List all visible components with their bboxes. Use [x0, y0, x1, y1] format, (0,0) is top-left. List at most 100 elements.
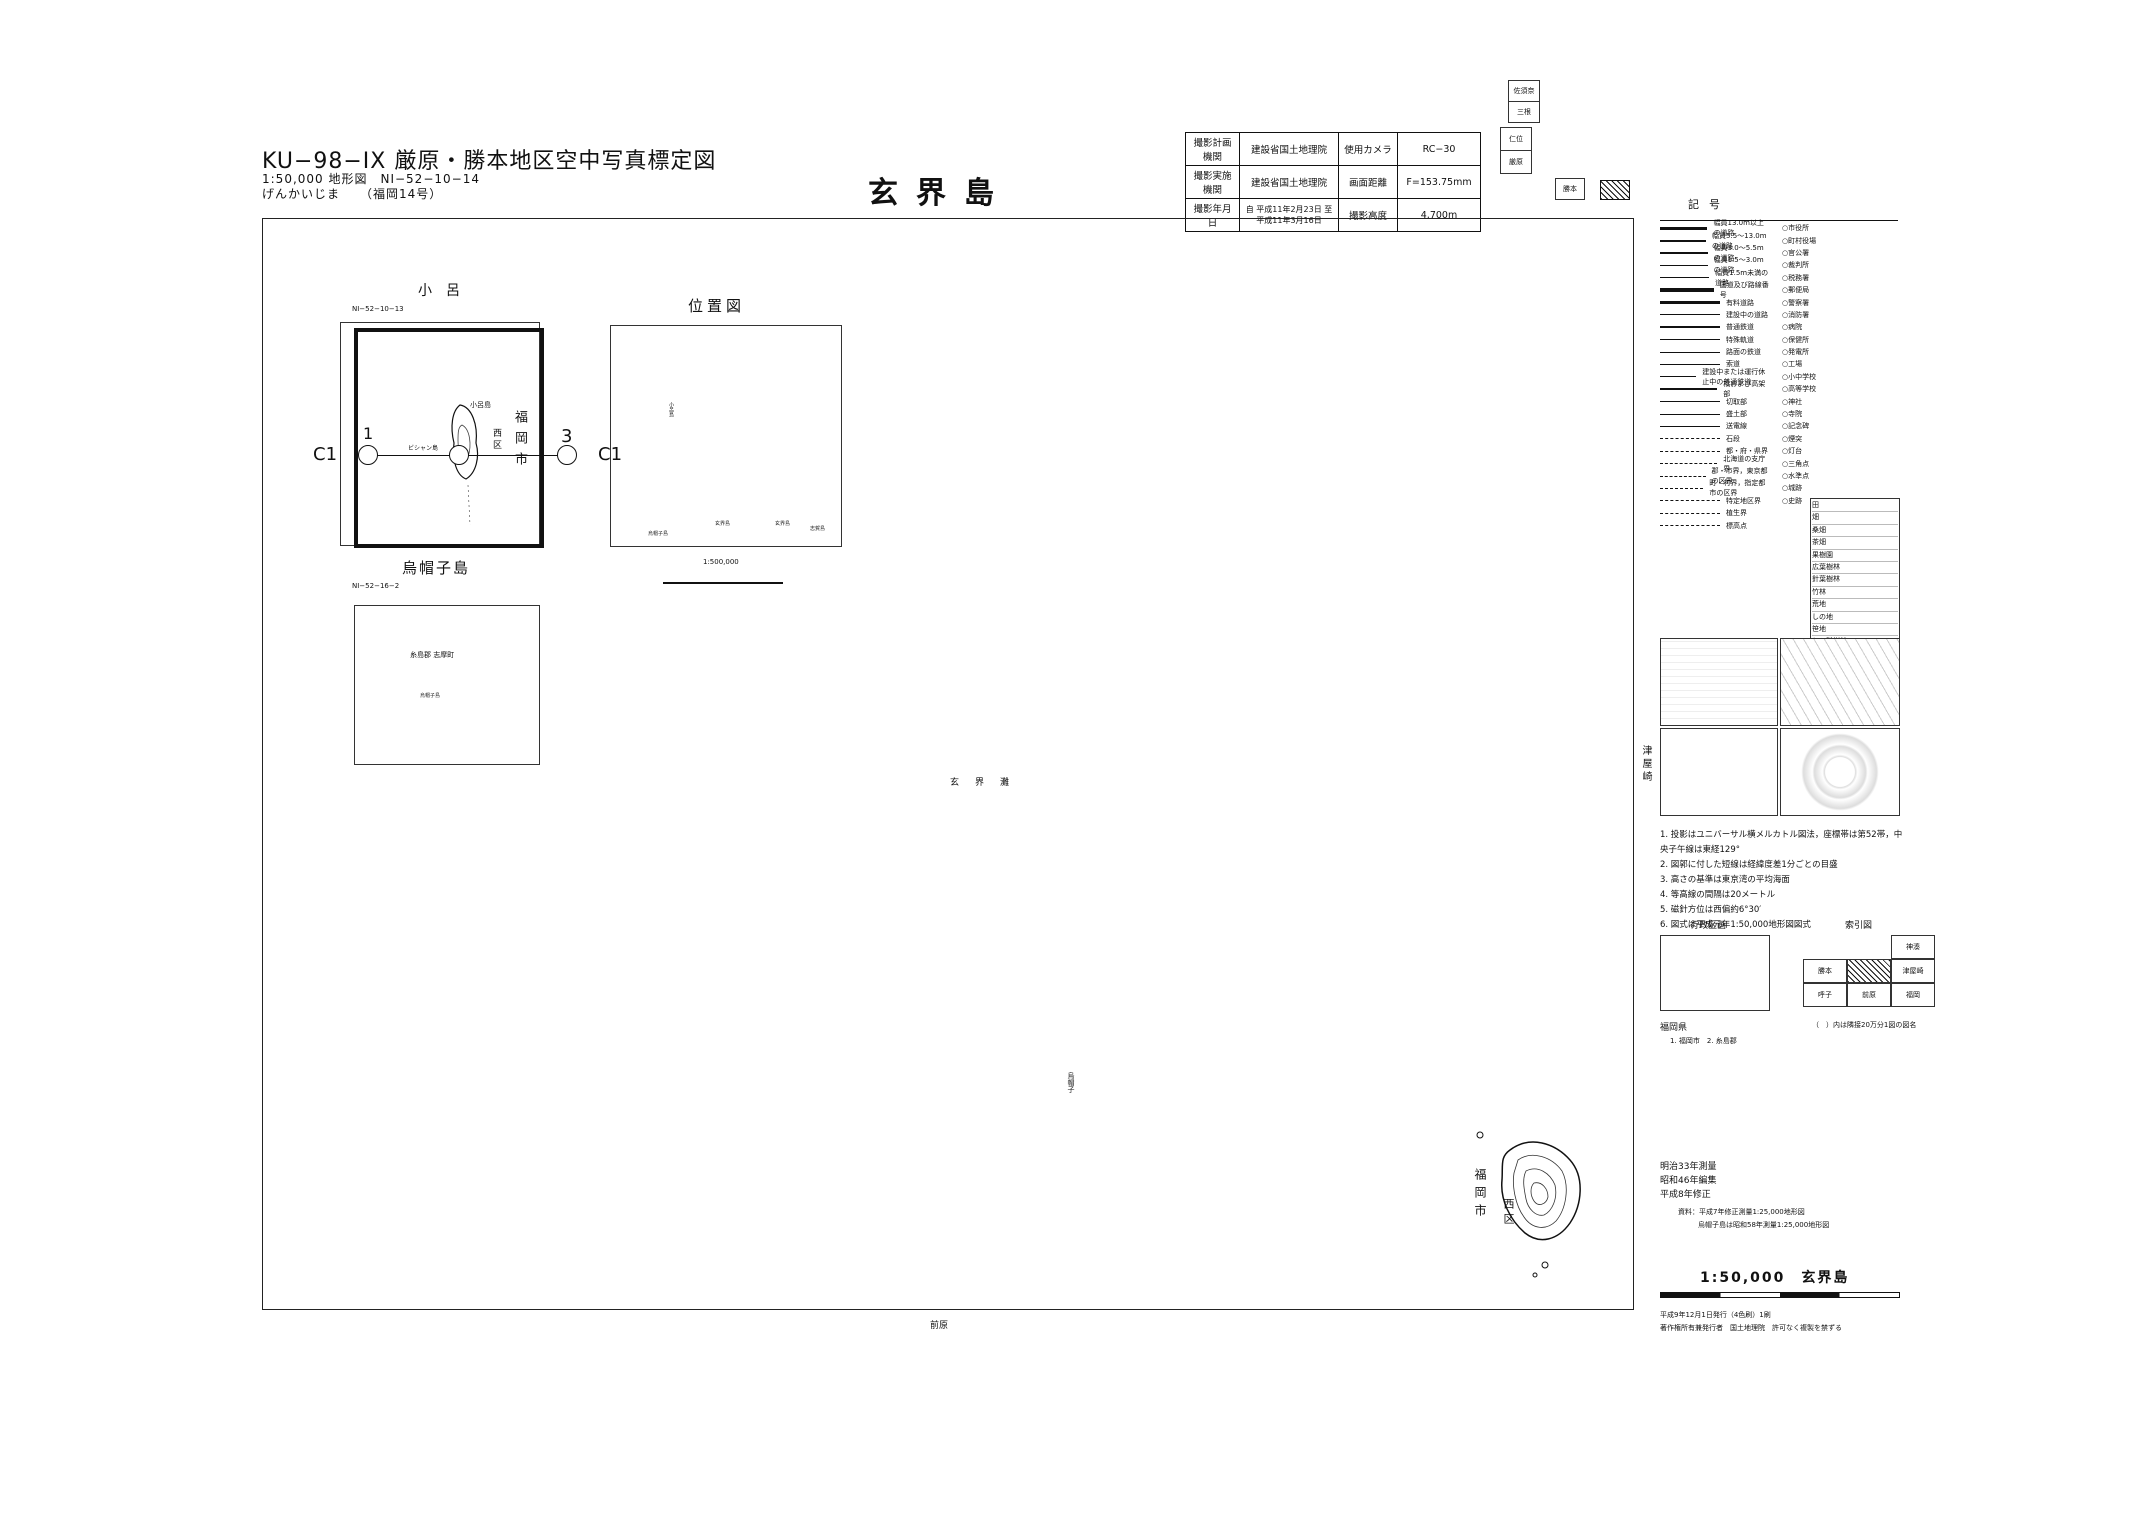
legend-symbol-label: 工場 [1788, 360, 1803, 369]
legend-symbol-row: ○ 裁判所 [1782, 259, 1892, 271]
location-map-title: 位置図 [688, 297, 746, 315]
vegetation-label: 茶畑 [1812, 538, 1826, 547]
legend-line-sample [1660, 388, 1718, 391]
legend-row: 幅員3.0〜5.5mの道路 [1660, 244, 1770, 262]
index-map-cell: 津屋崎 [1891, 959, 1935, 983]
table-cell: 撮影計画機関 [1185, 132, 1240, 166]
legend-line-sample [1660, 450, 1720, 452]
legend-line-sample [1660, 401, 1720, 403]
legend-line-sample [1660, 463, 1718, 465]
legend-label: 幅員13.0m以上の道路 [1713, 219, 1764, 238]
legend-line-sample [1660, 288, 1714, 293]
table-cell: 建設省国土地理院 [1239, 132, 1339, 166]
legend-label: 特定地区界 [1726, 496, 1761, 505]
sea-label: 玄界灘 [950, 778, 1026, 788]
inset-eboshi-district: 糸島郡 志摩町 [410, 651, 455, 659]
legend-label: 郡・市界，東京都の区界 [1711, 467, 1768, 486]
note-line: 3. 高さの基準は東京湾の平均海面 [1660, 875, 1790, 885]
inset-eboshi-code: NI−52−16−2 [352, 582, 400, 590]
vegetation-label: 畑 [1812, 513, 1819, 522]
vegetation-label: 広葉樹林 [1812, 562, 1840, 571]
reading-line: げんかいじま （福岡14号） [262, 187, 443, 201]
legend-row: 国道及び路線番号 [1660, 281, 1770, 299]
legend-symbol-label: 警察署 [1788, 298, 1810, 307]
index-map-cell: 呼子 [1803, 983, 1847, 1007]
photo-center-circle [557, 445, 577, 465]
legend-symbol-row: ○ 神社 [1782, 395, 1892, 407]
legend-symbol-row: ○ 官公署 [1782, 247, 1892, 259]
symbol-icon: ○ [1782, 335, 1789, 344]
legend-line-sample [1660, 525, 1720, 527]
legend-symbol-row: ○ 城跡 [1782, 482, 1892, 494]
legend-row: 送電線 [1660, 420, 1770, 432]
legend-line-sample [1660, 277, 1710, 279]
legend-row: 有料道路 [1660, 296, 1770, 308]
location-map-frame [610, 325, 842, 547]
index-cell: 厳原 [1500, 150, 1532, 174]
survey-source1: 資料：平成7年修正測量1:25,000地形図 [1678, 1208, 1805, 1216]
footer-publisher: 著作権所有兼発行者 国土地理院 許可なく複製を禁ずる [1660, 1324, 1842, 1332]
inset-eboshi-title: 烏帽子島 [402, 559, 471, 577]
note-line: 5. 磁針方位は西偏約6°30′ [1660, 905, 1762, 915]
course-label: C1 [313, 444, 338, 465]
code-title: KU−98−ⅠX 厳原・勝本地区空中写真標定図 [262, 149, 717, 174]
vegetation-row: 竹林 [1812, 587, 1898, 600]
legend-row: 植生界 [1660, 507, 1770, 519]
legend-row: 普通鉄道 [1660, 321, 1770, 333]
legend-row: 都・府・県界 [1660, 445, 1770, 457]
city-label: 福岡市 [1473, 1168, 1487, 1222]
admin-map [1660, 935, 1770, 1011]
symbol-icon: ○ [1782, 360, 1789, 369]
legend-symbol-row: ○ 煙突 [1782, 433, 1892, 445]
table-cell: 建設省国土地理院 [1239, 165, 1339, 199]
vegetation-row: 畑 [1812, 512, 1898, 525]
symbol-icon: ○ [1782, 472, 1789, 480]
vegetation-label: 竹林 [1812, 587, 1826, 596]
vegetation-row: 荒地 [1812, 599, 1898, 612]
notes: 1. 投影はユニバーサル横メルカトル図法，座標帯は第52帯，中央子午線は東経12… [1660, 828, 1910, 933]
location-place: 玄界島 [715, 521, 731, 527]
photo-info-table: 撮影計画機関 建設省国土地理院 使用カメラ RC−30 撮影実施機関 建設省国土… [1185, 132, 1481, 232]
legend-line-sample [1660, 500, 1720, 502]
legend-symbol-label: 三角点 [1788, 459, 1810, 468]
location-course-label: C1 [598, 444, 623, 465]
legend-symbol-label: 神社 [1788, 397, 1803, 406]
legend-line-sample [1660, 239, 1707, 242]
legend-row: 町・村界，指定都市の区界 [1660, 479, 1770, 497]
legend-line-sample [1660, 363, 1720, 365]
location-place: 小呂島 [668, 402, 674, 417]
sample-diagram [1780, 728, 1900, 816]
legend-symbol-label: 灯台 [1788, 447, 1803, 456]
komoro-island-label: ビシャン島 [408, 445, 439, 452]
legend-line-sample [1660, 512, 1720, 514]
photo-number: 3 [561, 426, 573, 447]
symbol-icon: ○ [1782, 496, 1789, 505]
legend-label: 幅員1.5〜3.0mの道路 [1713, 256, 1764, 275]
symbol-icon: ○ [1782, 447, 1789, 456]
legend-symbol-label: 発電所 [1788, 348, 1810, 357]
index-cell: 勝本 [1555, 178, 1585, 200]
symbol-icon: ○ [1782, 397, 1789, 406]
legend-symbol-label: 市役所 [1788, 224, 1810, 233]
legend-symbol-row: ○ 市役所 [1782, 222, 1892, 234]
note-line: 2. 図郭に付した短線は経緯度差1分ごとの目盛 [1660, 860, 1838, 870]
legend-symbol-row: ○ 灯台 [1782, 445, 1892, 457]
location-scale: 1:500,000 [703, 558, 739, 566]
legend-label: 標高点 [1726, 521, 1747, 530]
legend-line-sample [1660, 351, 1720, 353]
vegetation-row: しの地 [1812, 612, 1898, 624]
symbol-icon: ○ [1782, 236, 1789, 245]
legend-line-sample [1660, 376, 1697, 378]
index-cell: 三根 [1508, 102, 1540, 123]
bottom-neighbor-label: 前原 [930, 1321, 949, 1331]
legend-symbol-row: ○ 小中学校 [1782, 371, 1892, 383]
legend-line-list: 幅員13.0m以上の道路幅員5.5〜13.0mの道路幅員3.0〜5.5mの道路幅… [1660, 219, 1770, 532]
legend-line-sample [1660, 339, 1720, 341]
table-cell: 使用カメラ [1338, 132, 1398, 166]
komoro-ward-label: 西区 [491, 428, 501, 452]
legend-symbol-row: ○ 記念碑 [1782, 420, 1892, 432]
footer-scale-title: 1:50,000 玄界島 [1700, 1270, 1850, 1286]
index-map-cell: 福岡 [1891, 983, 1935, 1007]
vegetation-label: 田 [1812, 501, 1819, 509]
table-cell: RC−30 [1397, 132, 1481, 166]
